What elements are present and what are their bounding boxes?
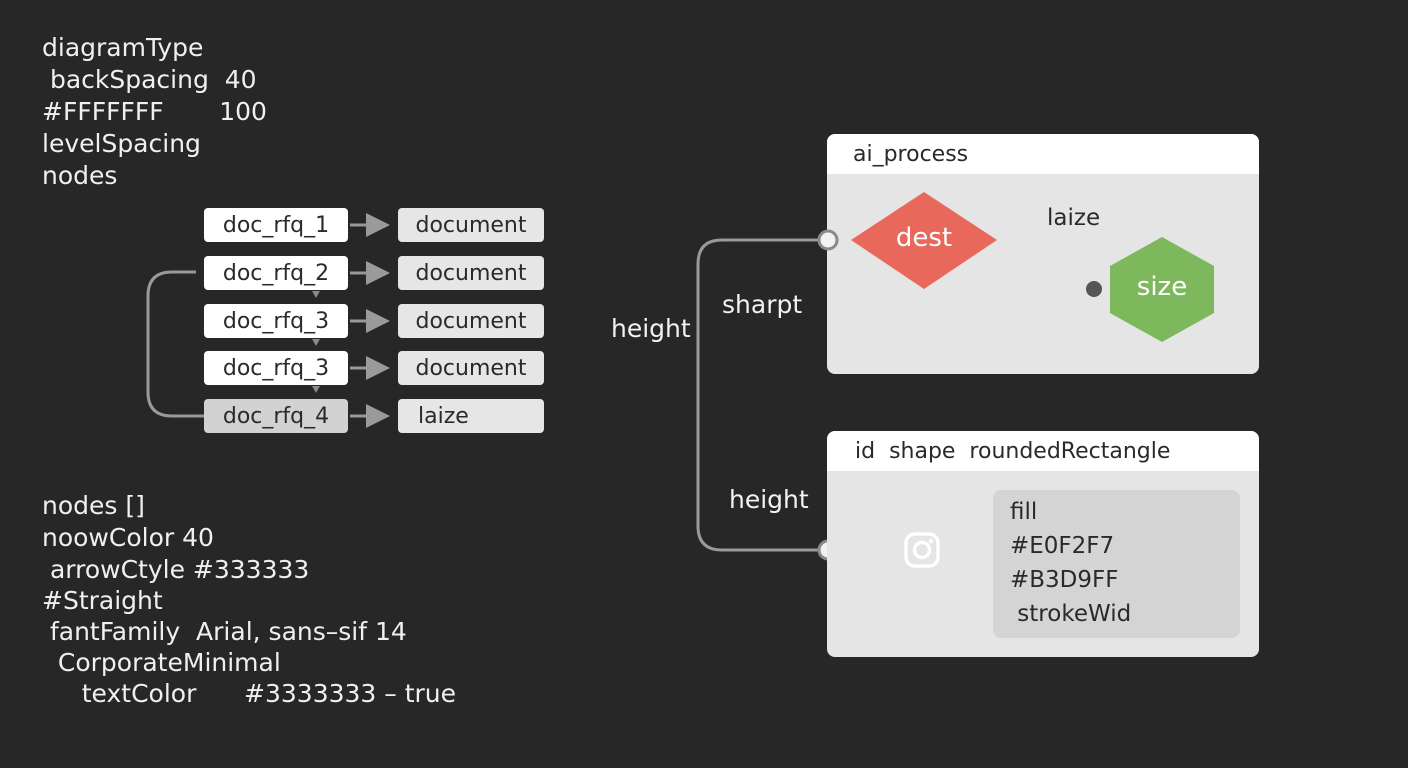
prop-color-2: #B3D9FF [1010,567,1119,593]
down-arrow [312,291,320,298]
config-line: #Straight [42,586,163,615]
target-node-document[interactable]: document [398,256,544,290]
node-doc-rfq-3b[interactable]: doc_rfq_3 [204,351,348,385]
prop-color-1: #E0F2F7 [1010,533,1115,559]
prop-fill: fill [1010,499,1038,525]
config-line: backSpacing 40 [42,65,257,94]
config-line: arrowCtyle #333333 [42,555,310,584]
config-line: nodes [42,161,118,190]
config-line: #FFFFFFF 100 [42,97,267,126]
config-line: levelSpacing [42,129,201,158]
props-box [993,490,1240,638]
panel-title: ai_process [827,134,1259,174]
port-circle [817,229,839,251]
target-node-document[interactable]: document [398,208,544,242]
size-hexagon [1110,237,1214,342]
config-line: textColor #3333333 – true [42,679,457,708]
config-line: fantFamily Arial, sans–sif 14 [42,617,407,646]
dest-label: dest [895,223,953,253]
node-doc-rfq-4[interactable]: doc_rfq_4 [204,399,348,433]
node-doc-rfq-3[interactable]: doc_rfq_3 [204,304,348,338]
node-doc-rfq-2[interactable]: doc_rfq_2 [204,256,348,290]
label-sharpt: sharpt [722,290,803,319]
dest-diamond [851,192,997,289]
label-height: height [611,314,691,343]
config-line: diagramType [42,33,204,62]
down-arrow [312,339,320,346]
label-height-bottom: height [729,485,809,514]
label-laize: laize [1047,205,1101,231]
panel-title: id shape roundedRectangle [827,431,1259,471]
size-label: size [1136,272,1188,302]
prop-stroke-width: strokeWid [1010,601,1132,627]
target-node-document[interactable]: document [398,304,544,338]
config-line: CorporateMinimal [42,648,281,677]
instagram-icon[interactable] [903,531,941,569]
bracket-connector [696,238,818,552]
loop-connector [146,270,204,418]
node-doc-rfq-1[interactable]: doc_rfq_1 [204,208,348,242]
target-node-laize[interactable]: laize [398,399,544,433]
config-line: noowColor 40 [42,523,214,552]
config-line: nodes [] [42,491,145,520]
port-dot [1086,281,1102,297]
down-arrow [312,386,320,393]
target-node-document[interactable]: document [398,351,544,385]
